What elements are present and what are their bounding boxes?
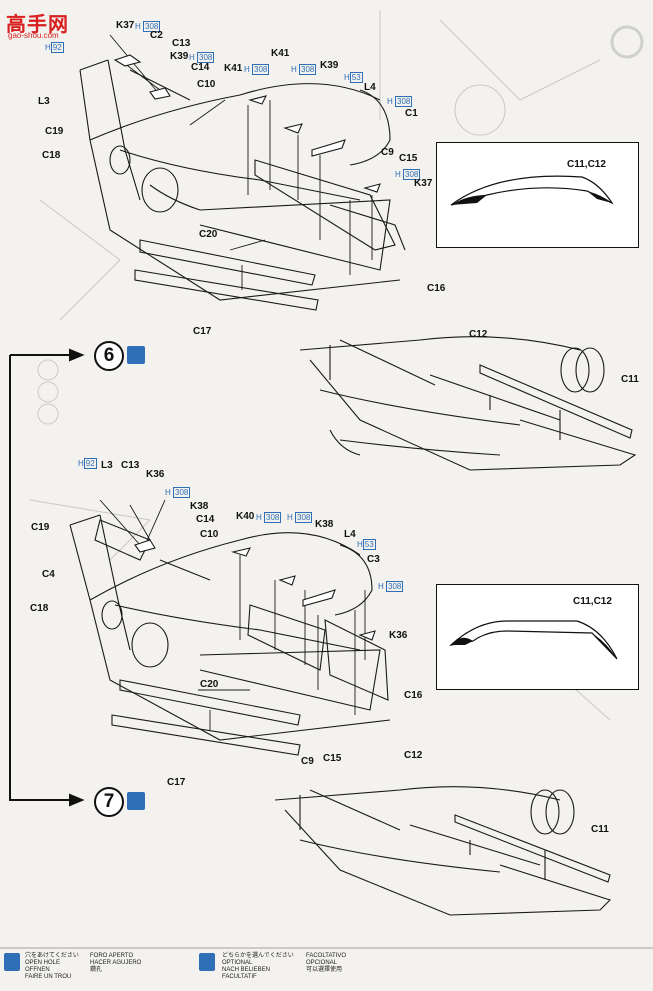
paint-code: H 308 <box>244 64 270 75</box>
part-label: K37 <box>414 178 433 189</box>
part-label: K36 <box>389 630 408 641</box>
part-label: C4 <box>42 569 55 580</box>
wing-fence-detail <box>449 620 618 660</box>
paint-code: H 308 <box>189 52 215 63</box>
optional-legend-icon <box>199 953 215 971</box>
part-label: C17 <box>167 777 186 788</box>
part-label: C9 <box>301 756 314 767</box>
part-label: C2 <box>150 30 163 41</box>
part-label: L4 <box>344 529 356 540</box>
part-label: C11 <box>621 374 639 385</box>
part-label: L3 <box>101 460 113 471</box>
part-label: C11 <box>591 824 609 835</box>
part-label: L3 <box>38 96 50 107</box>
part-label: K36 <box>146 469 165 480</box>
part-label: C17 <box>193 326 212 337</box>
paint-code: H 308 <box>395 169 421 180</box>
part-label: C9 <box>381 147 394 158</box>
detail-label: C11,C12 <box>567 159 606 170</box>
step-7-marker: 7 <box>94 787 124 817</box>
part-label: K40 <box>236 511 255 522</box>
part-label: C20 <box>199 229 218 240</box>
part-label: C19 <box>45 126 64 137</box>
part-label: K39 <box>170 51 189 62</box>
open-hole-icon <box>4 953 20 971</box>
site-logo: 高手网 <box>6 14 69 36</box>
part-label: K38 <box>190 501 209 512</box>
paint-code: H 308 <box>387 96 413 107</box>
part-label: C20 <box>200 679 219 690</box>
optional-icon <box>127 792 145 810</box>
part-label: C1 <box>405 108 418 119</box>
detail-box-bottom <box>436 584 639 690</box>
optional-icon <box>127 346 145 364</box>
detail-label: C11,C12 <box>573 596 612 607</box>
wing-fence-detail <box>450 175 614 206</box>
part-label: C18 <box>30 603 49 614</box>
part-label: C10 <box>197 79 216 90</box>
part-label: C18 <box>42 150 61 161</box>
paint-code: H 308 <box>287 512 313 523</box>
part-label: K39 <box>320 60 339 71</box>
part-label: C19 <box>31 522 50 533</box>
part-label: C16 <box>404 690 423 701</box>
part-label: K37 <box>116 20 135 31</box>
part-label: K38 <box>315 519 334 530</box>
site-url: gao-shou.com <box>8 31 59 40</box>
part-label: C10 <box>200 529 219 540</box>
part-label: K41 <box>224 63 243 74</box>
part-label: C14 <box>196 514 215 525</box>
step-6-marker: 6 <box>94 341 124 371</box>
part-label: C12 <box>404 750 423 761</box>
part-label: C14 <box>191 62 210 73</box>
paint-code: H 308 <box>291 64 317 75</box>
paint-code: H 308 <box>256 512 282 523</box>
part-label: L4 <box>364 82 376 93</box>
watermark-step <box>610 25 644 59</box>
part-label: C13 <box>172 38 191 49</box>
part-label: C12 <box>469 329 488 340</box>
part-label: C15 <box>399 153 418 164</box>
part-label: C13 <box>121 460 140 471</box>
part-label: C15 <box>323 753 342 764</box>
paint-code: H 308 <box>135 21 161 32</box>
part-label: K41 <box>271 48 290 59</box>
part-label: C16 <box>427 283 446 294</box>
part-label: C3 <box>367 554 380 565</box>
paint-code: H 308 <box>378 581 404 592</box>
paint-code: H 308 <box>165 487 191 498</box>
detail-box-top <box>436 142 639 248</box>
